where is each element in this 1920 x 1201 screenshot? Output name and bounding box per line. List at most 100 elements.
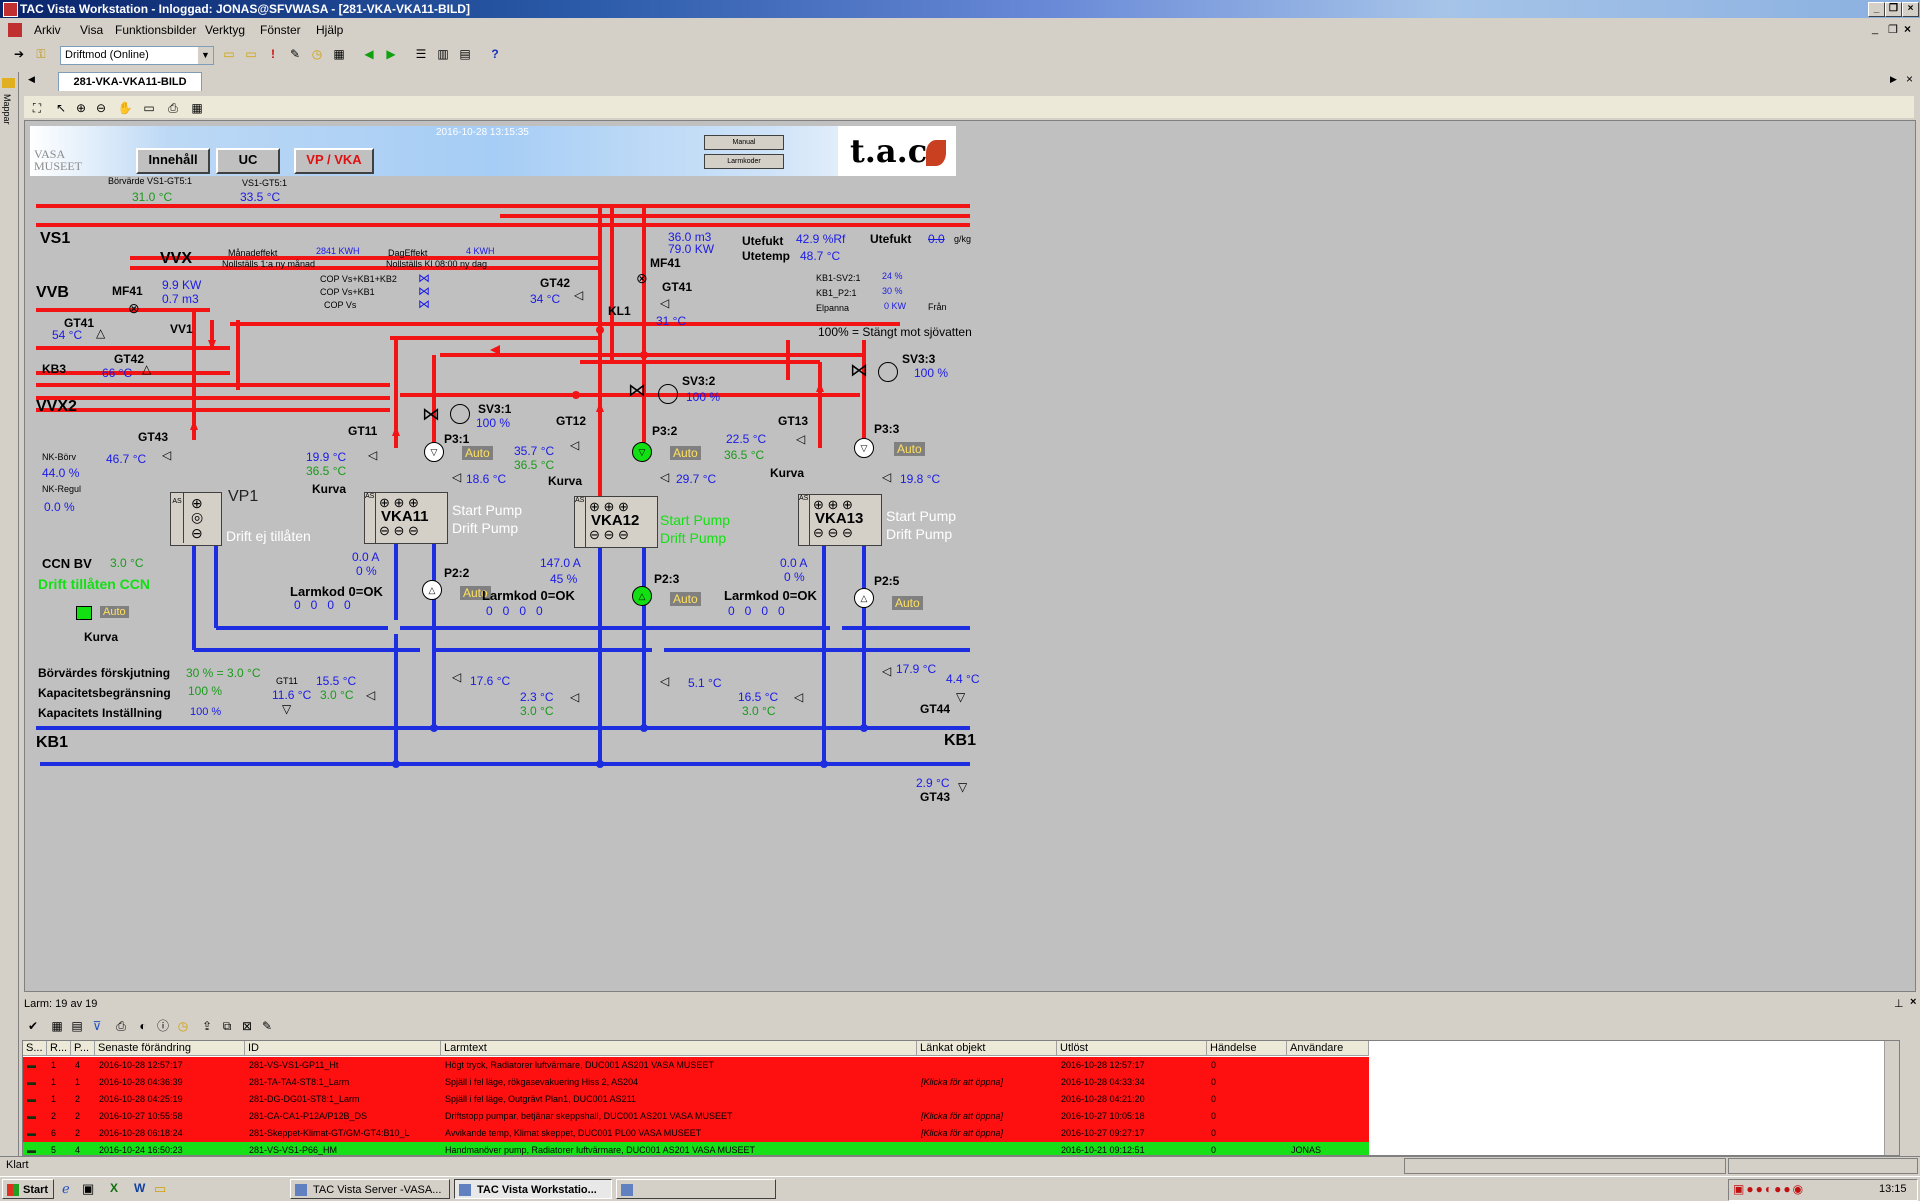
ccn-auto-badge[interactable]: Auto (100, 606, 129, 618)
vka12-kurva[interactable]: Kurva (548, 474, 583, 488)
tab-scroll-left-icon[interactable]: ◀ (28, 74, 35, 84)
columns-icon[interactable]: ▤ (71, 1019, 83, 1033)
key-icon[interactable]: ⚿ (36, 47, 46, 61)
sv31-valve-icon[interactable]: ⋈ (422, 404, 440, 424)
vp-vka-button[interactable]: VP / VKA (294, 148, 374, 174)
tile-vertical-icon[interactable]: ▥ (437, 47, 449, 61)
tools-icon[interactable]: ✎ (289, 47, 301, 61)
group-icon[interactable]: ▦ (51, 1019, 63, 1033)
help-icon[interactable]: ? (491, 47, 499, 61)
history-icon[interactable]: ◷ (177, 1019, 189, 1033)
vka13-chiller-unit[interactable]: AS ⊕ ⊕ ⊕ ⊖ ⊖ ⊖ VKA13 (798, 494, 882, 546)
next-icon[interactable]: ▶ (386, 47, 396, 61)
col-handelse[interactable]: Händelse (1207, 1041, 1287, 1056)
doc-icon[interactable] (8, 23, 22, 37)
tray-icons[interactable]: ▣●●◐●●◉ (1733, 1182, 1806, 1196)
print-icon[interactable]: ⎙ (116, 1019, 126, 1033)
cascade-icon[interactable]: ☰ (415, 47, 427, 61)
zoom-in-icon[interactable]: ⊕ (75, 101, 87, 115)
alarm-cell-link[interactable]: [Klicka för att öppna] (921, 1111, 1004, 1121)
vka12-chiller-unit[interactable]: AS ⊕ ⊕ ⊕ ⊖ ⊖ ⊖ VKA12 (574, 496, 658, 548)
ccn-run-indicator[interactable] (76, 606, 92, 620)
pin-icon[interactable]: ⊥ (1894, 998, 1904, 1010)
alarm-close-icon[interactable]: × (1910, 996, 1917, 1008)
explorer-icon[interactable]: ▣ (82, 1181, 95, 1196)
task-extra[interactable] (616, 1179, 776, 1199)
clock-icon[interactable]: ◷ (311, 47, 323, 61)
menu-arkiv[interactable]: Arkiv (34, 23, 61, 37)
pan-icon[interactable]: ✋ (117, 101, 133, 115)
forskjutning-value[interactable]: 30 % = 3.0 °C (186, 666, 261, 680)
block-icon[interactable]: ◐ (139, 1019, 147, 1033)
col-r[interactable]: R... (47, 1041, 71, 1056)
manual-button[interactable]: Manual (704, 135, 784, 150)
vka11-kurva[interactable]: Kurva (312, 482, 347, 496)
col-id[interactable]: ID (245, 1041, 441, 1056)
p25-pump-icon[interactable]: △ (854, 588, 874, 608)
print-icon[interactable]: ⎙ (168, 101, 178, 115)
kapinst-value[interactable]: 100 % (190, 706, 222, 718)
tab-close-icon[interactable]: × (1906, 72, 1914, 86)
menu-verktyg[interactable]: Verktyg (205, 23, 246, 37)
uc-button[interactable]: UC (216, 148, 280, 174)
kapbeg-value[interactable]: 100 % (188, 684, 223, 698)
start-button[interactable]: Start (2, 1179, 54, 1199)
menu-funktionsbilder[interactable]: Funktionsbilder (115, 23, 197, 37)
p32-auto-badge[interactable]: Auto (670, 446, 701, 460)
back-icon[interactable]: ◀ (364, 47, 374, 61)
delete-icon[interactable]: ⊠ (241, 1019, 253, 1033)
folder-icon[interactable]: ▭ (245, 47, 257, 61)
col-lankat[interactable]: Länkat objekt (917, 1041, 1057, 1056)
tile-horizontal-icon[interactable]: ▤ (459, 47, 471, 61)
info-icon[interactable]: ⓘ (156, 1019, 169, 1033)
col-anvandare[interactable]: Användare (1287, 1041, 1369, 1056)
vka13-kurva[interactable]: Kurva (770, 466, 805, 480)
page-icon[interactable]: ▭ (143, 101, 155, 115)
col-senaste[interactable]: Senaste förändring (95, 1041, 245, 1056)
maximize-button[interactable]: ❐ (1885, 2, 1902, 17)
pointer-icon[interactable]: ↖ (55, 101, 67, 115)
menu-fonster[interactable]: Fönster (260, 23, 301, 37)
task-vista-workstation[interactable]: TAC Vista Workstatio... (454, 1179, 612, 1199)
col-larmtext[interactable]: Larmtext (441, 1041, 917, 1056)
menu-visa[interactable]: Visa (80, 23, 104, 37)
larmkoder-button[interactable]: Larmkoder (704, 154, 784, 169)
mdi-restore-button[interactable]: ❐ (1888, 24, 1898, 36)
vp1-heat-pump[interactable]: AS ⊕ ◎ ⊖ (170, 492, 222, 546)
acknowledge-icon[interactable]: ✔ (27, 1019, 39, 1033)
p22-auto-badge[interactable]: Auto (460, 586, 491, 600)
p25-auto-badge[interactable]: Auto (892, 596, 923, 610)
minimize-button[interactable]: _ (1868, 2, 1885, 17)
alarm-cell-link[interactable]: [Klicka för att öppna] (921, 1128, 1004, 1138)
folders-sidebar[interactable]: Mappar (0, 72, 19, 1162)
p23-auto-badge[interactable]: Auto (670, 592, 701, 606)
properties-icon[interactable]: ▦ (191, 101, 203, 115)
alarm-cell-link[interactable]: [Klicka för att öppna] (921, 1077, 1004, 1087)
p33-pump-icon[interactable]: ▽ (854, 438, 874, 458)
tab-document[interactable]: 281-VKA-VKA11-BILD (58, 72, 202, 91)
link-icon[interactable]: ⧉ (222, 1019, 232, 1033)
ccn-kurva-label[interactable]: Kurva (84, 630, 119, 644)
mdi-close-button[interactable]: × (1904, 22, 1912, 36)
p23-pump-icon[interactable]: △ (632, 586, 652, 606)
filter-icon[interactable]: ⊽ (92, 1019, 102, 1033)
col-utlost[interactable]: Utlöst (1057, 1041, 1207, 1056)
forward-icon[interactable]: ➔ (13, 47, 25, 61)
tab-scroll-right-icon[interactable]: ▶ (1890, 74, 1897, 84)
zoom-out-icon[interactable]: ⊖ (95, 101, 107, 115)
word-icon[interactable]: W (134, 1181, 146, 1195)
p33-auto-badge[interactable]: Auto (894, 442, 925, 456)
task-vista-server[interactable]: TAC Vista Server -VASA... (290, 1179, 450, 1199)
vka11-chiller-unit[interactable]: AS ⊕ ⊕ ⊕ ⊖ ⊖ ⊖ VKA11 (364, 492, 448, 544)
p22-pump-icon[interactable]: △ (422, 580, 442, 600)
innehall-button[interactable]: Innehåll (136, 148, 210, 174)
fit-icon[interactable]: ⛶ (32, 101, 42, 115)
mdi-minimize-button[interactable]: _ (1872, 23, 1879, 35)
alarm-icon[interactable]: ! (271, 47, 275, 61)
notes-icon[interactable]: ✎ (261, 1019, 273, 1033)
folder-open-icon[interactable]: ▭ (223, 47, 235, 61)
